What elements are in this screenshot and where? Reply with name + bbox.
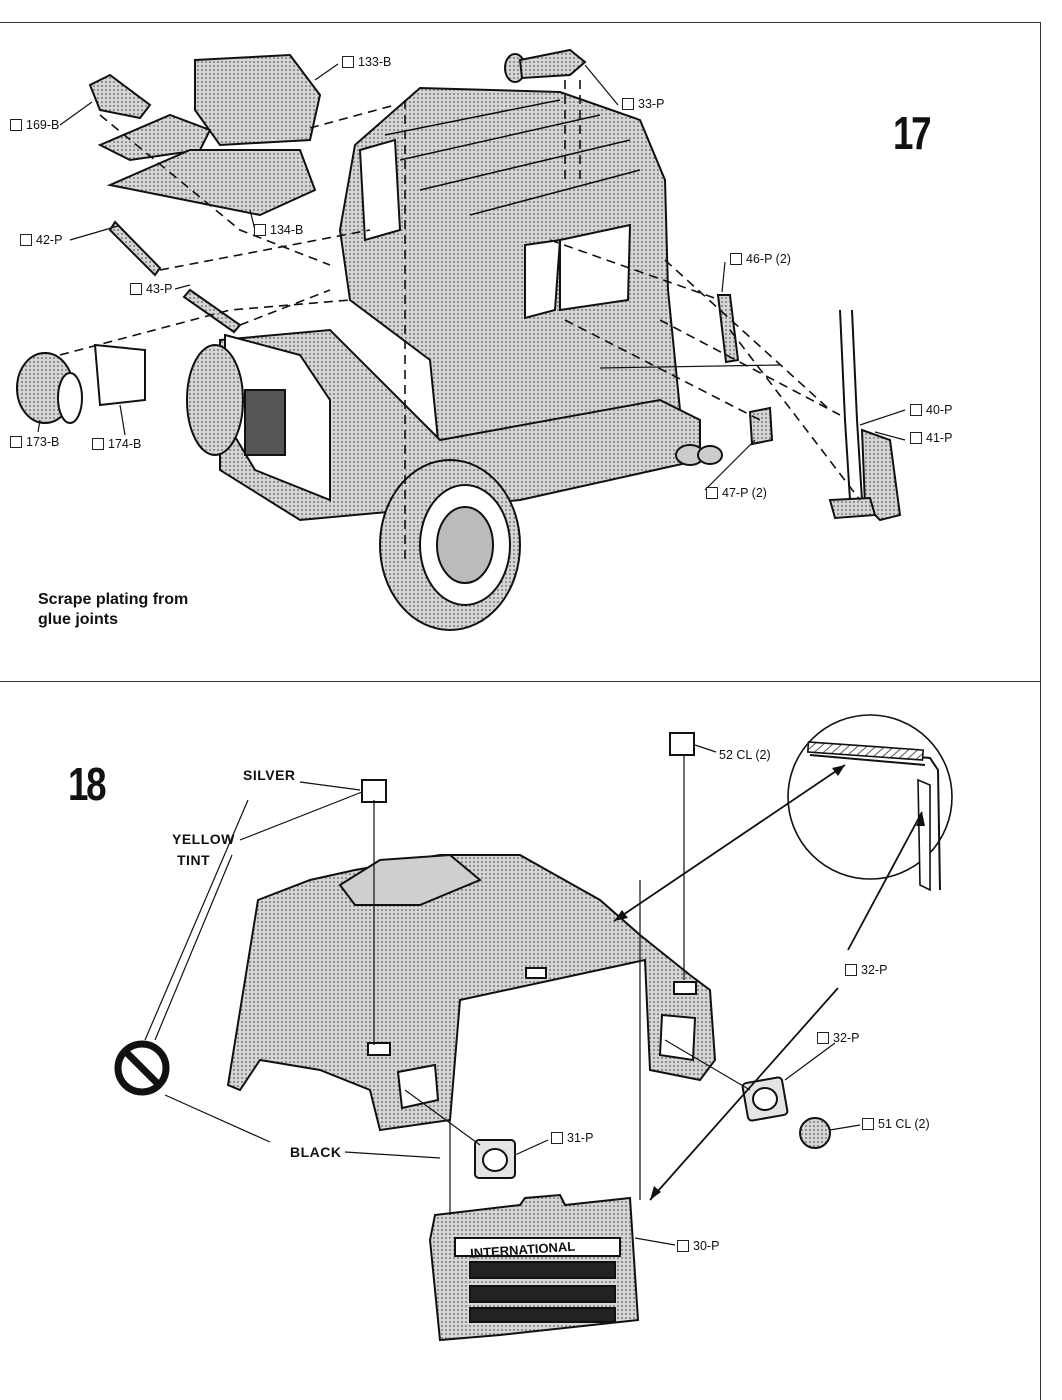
step17-assembly-lines xyxy=(59,80,861,560)
note-line-1: Scrape plating from xyxy=(38,591,189,608)
part-label-40p: 40-P xyxy=(910,403,952,417)
step18-grille xyxy=(428,1193,640,1342)
step17-leader-lines xyxy=(37,63,906,491)
checkbox-icon xyxy=(910,432,922,444)
step17-wheels xyxy=(186,344,521,631)
step18-hood xyxy=(226,853,717,1132)
checkbox-icon xyxy=(730,253,742,265)
checkbox-icon xyxy=(10,119,22,131)
part-label-47p: 47-P (2) xyxy=(706,486,767,500)
step17-truck-cab xyxy=(219,86,723,522)
step18-bezels xyxy=(361,732,831,1179)
checkbox-icon xyxy=(10,436,22,448)
part-label-52cl: 52 CL (2) xyxy=(719,748,771,762)
black-callout: BLACK xyxy=(290,1144,342,1160)
grille-brand-text: INTERNATIONAL xyxy=(470,1239,576,1261)
checkbox-icon xyxy=(845,964,857,976)
part-label-42p: 42-P xyxy=(20,233,62,247)
step-number-18: 18 xyxy=(68,758,107,810)
checkbox-icon xyxy=(342,56,354,68)
right-border xyxy=(1040,22,1041,1400)
checkbox-icon xyxy=(551,1132,563,1144)
step18-arrowheads xyxy=(614,765,925,1200)
step18-assembly-lines xyxy=(144,744,923,1246)
part-label-46p: 46-P (2) xyxy=(730,252,791,266)
part-label-173b: 173-B xyxy=(10,435,59,449)
checkbox-icon xyxy=(677,1240,689,1252)
checkbox-icon xyxy=(20,234,32,246)
part-label-31p: 31-P xyxy=(551,1131,593,1145)
checkbox-icon xyxy=(706,487,718,499)
part-label-32p-a: 32-P xyxy=(845,963,887,977)
part-label-41p: 41-P xyxy=(910,431,952,445)
part-label-43p: 43-P xyxy=(130,282,172,296)
silver-callout: SILVER xyxy=(243,767,296,783)
top-border xyxy=(0,22,1040,23)
part-label-169b: 169-B xyxy=(10,118,59,132)
part-label-33p: 33-P xyxy=(622,97,664,111)
step18-detail-circle xyxy=(787,714,953,892)
note-line-2: glue joints xyxy=(38,611,118,628)
step-number-17: 17 xyxy=(893,107,932,159)
part-label-32p-b: 32-P xyxy=(817,1031,859,1045)
part-label-134b: 134-B xyxy=(254,223,303,237)
part-label-51cl: 51 CL (2) xyxy=(862,1117,930,1131)
checkbox-icon xyxy=(92,438,104,450)
black-paint-symbol xyxy=(114,1040,170,1096)
checkbox-icon xyxy=(130,283,142,295)
part-label-133b: 133-B xyxy=(342,55,391,69)
checkbox-icon xyxy=(254,224,266,236)
part-label-174b: 174-B xyxy=(92,437,141,451)
tint-callout: TINT xyxy=(177,852,211,868)
plating-note: Scrape plating from glue joints xyxy=(38,590,188,630)
step17-horn xyxy=(504,48,587,83)
yellow-callout: YELLOW xyxy=(172,831,235,847)
checkbox-icon xyxy=(622,98,634,110)
checkbox-icon xyxy=(910,404,922,416)
checkbox-icon xyxy=(862,1118,874,1130)
step17-lights xyxy=(16,343,146,424)
checkbox-icon xyxy=(817,1032,829,1044)
part-label-30p: 30-P xyxy=(677,1239,719,1253)
step17-mirror-arms xyxy=(108,220,242,334)
step-divider xyxy=(0,681,1040,682)
